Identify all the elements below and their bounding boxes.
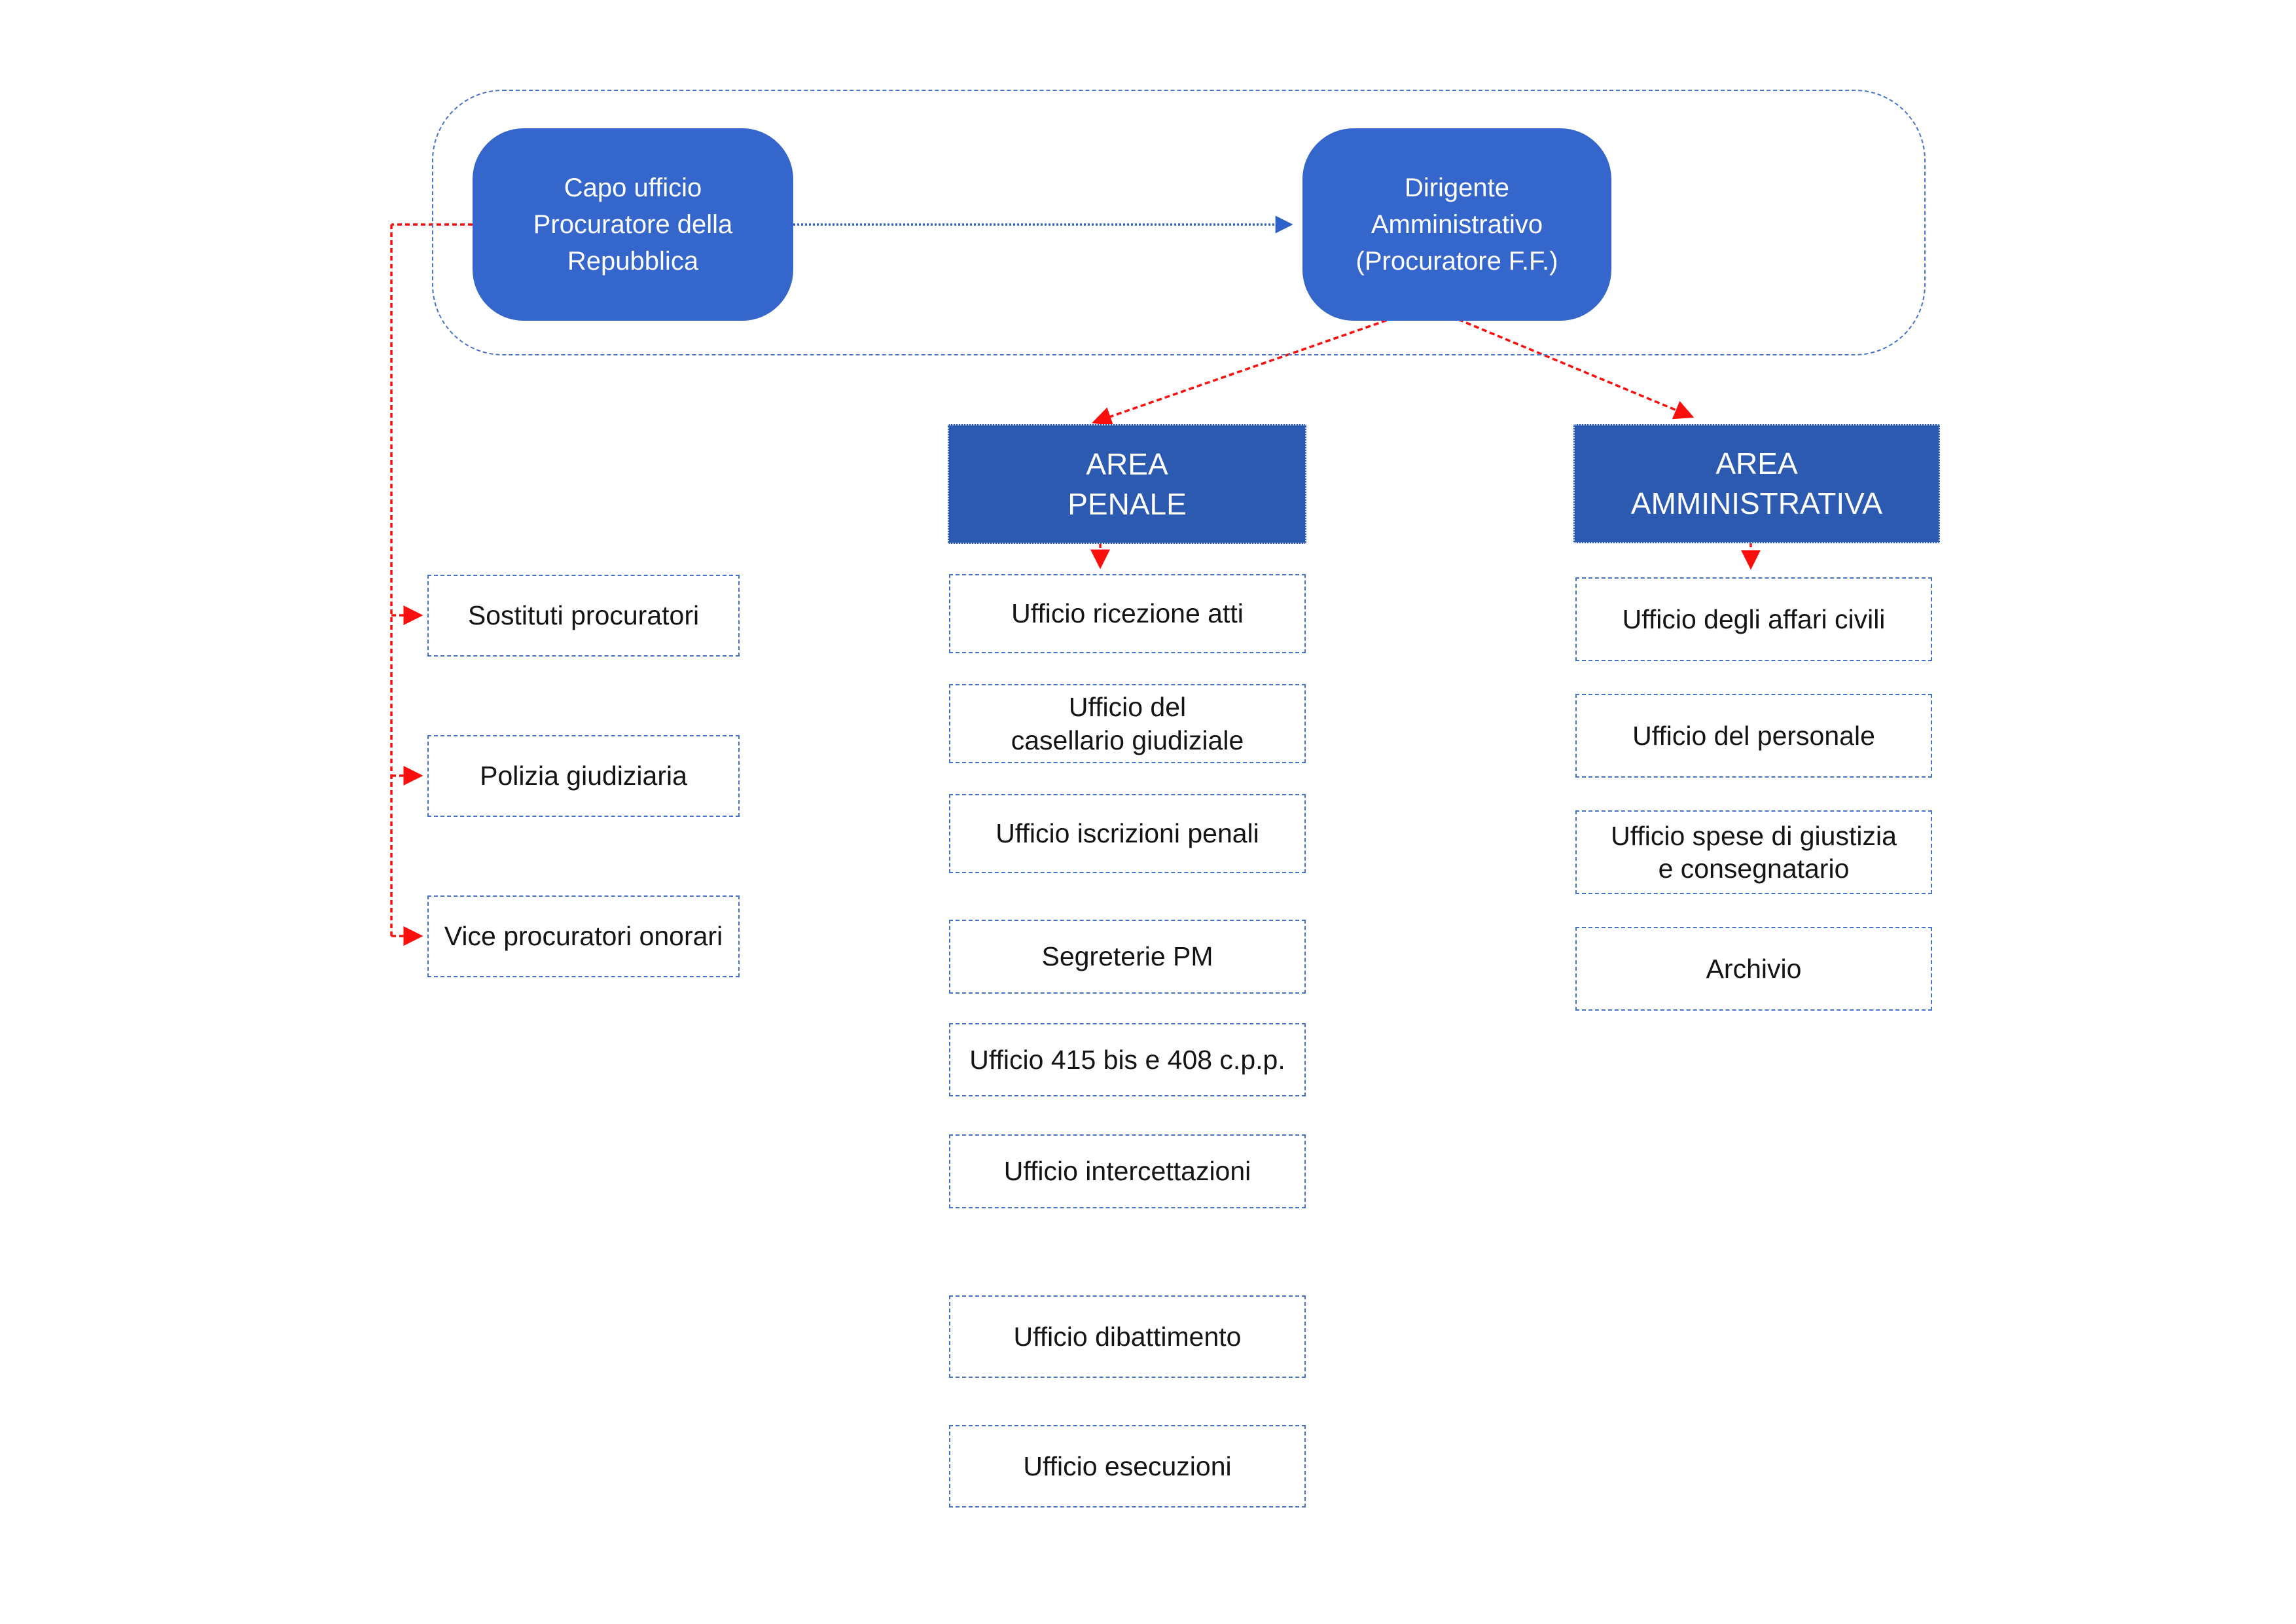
node-ufficio-intercettazioni: Ufficio intercettazioni	[949, 1134, 1306, 1208]
node-label: Ufficio esecuzioni	[1023, 1451, 1232, 1481]
node-dirigente-amministrativo: Dirigente Amministrativo (Procuratore F.…	[1302, 128, 1611, 321]
node-label: Ufficio ricezione atti	[1011, 598, 1244, 629]
node-label: Ufficio del personale	[1632, 720, 1875, 751]
node-archivio: Archivio	[1575, 927, 1932, 1011]
area-amministrativa-header: AREA AMMINISTRATIVA	[1573, 424, 1940, 543]
node-ufficio-415bis-408cpp: Ufficio 415 bis e 408 c.p.p.	[949, 1023, 1306, 1096]
node-label: Vice procuratori onorari	[444, 921, 723, 952]
node-vice-procuratori-onorari: Vice procuratori onorari	[427, 895, 740, 977]
node-label: Ufficio degli affari civili	[1622, 604, 1886, 634]
node-label: Ufficio intercettazioni	[1003, 1156, 1251, 1187]
node-ufficio-ricezione-atti: Ufficio ricezione atti	[949, 574, 1306, 653]
connector-dirigente-to-amministrativa	[1426, 305, 1695, 420]
node-sostituti-procuratori: Sostituti procuratori	[427, 575, 740, 657]
node-ufficio-affari-civili: Ufficio degli affari civili	[1575, 577, 1932, 661]
node-label: Sostituti procuratori	[467, 600, 700, 631]
node-polizia-giudiziaria: Polizia giudiziaria	[427, 735, 740, 817]
area-penale-header-label: AREA PENALE	[1067, 446, 1187, 521]
leadership-frame	[432, 90, 1926, 355]
node-ufficio-del-personale: Ufficio del personale	[1575, 694, 1932, 778]
node-dirigente-amministrativo-label: Dirigente Amministrativo (Procuratore F.…	[1355, 173, 1558, 276]
node-label: Ufficio iscrizioni penali	[996, 818, 1259, 849]
node-label: Ufficio 415 bis e 408 c.p.p.	[969, 1044, 1285, 1075]
area-penale-header: AREA PENALE	[948, 424, 1306, 544]
node-ufficio-spese-giustizia: Ufficio spese di giustizia e consegnatar…	[1575, 810, 1932, 894]
node-capo-ufficio: Capo ufficio Procuratore della Repubblic…	[473, 128, 793, 321]
node-label: Ufficio del casellario giudiziale	[1011, 692, 1244, 755]
area-amministrativa-header-label: AREA AMMINISTRATIVA	[1630, 446, 1883, 520]
node-label: Ufficio spese di giustizia e consegnatar…	[1611, 820, 1897, 884]
node-label: Ufficio dibattimento	[1013, 1321, 1242, 1352]
node-capo-ufficio-label: Capo ufficio Procuratore della Repubblic…	[533, 173, 733, 276]
node-label: Archivio	[1706, 953, 1802, 984]
node-segreterie-pm: Segreterie PM	[949, 920, 1306, 994]
node-label: Polizia giudiziaria	[480, 761, 687, 791]
node-ufficio-dibattimento: Ufficio dibattimento	[949, 1295, 1306, 1378]
node-ufficio-esecuzioni: Ufficio esecuzioni	[949, 1425, 1306, 1507]
node-label: Segreterie PM	[1041, 941, 1213, 972]
node-ufficio-iscrizioni-penali: Ufficio iscrizioni penali	[949, 794, 1306, 873]
connector-dirigente-to-penale	[1092, 305, 1427, 426]
node-ufficio-casellario-giudiziale: Ufficio del casellario giudiziale	[949, 684, 1306, 763]
